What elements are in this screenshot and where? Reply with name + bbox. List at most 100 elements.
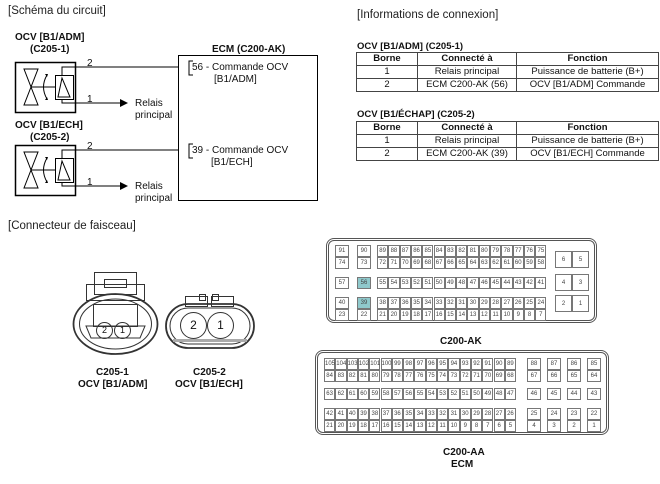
pin-4: 4 [527, 420, 541, 432]
pin-77: 77 [403, 370, 415, 382]
pin-42: 42 [324, 408, 336, 420]
pin-23: 23 [335, 309, 349, 321]
header-function: Fonction [516, 52, 659, 66]
pin-38: 38 [369, 408, 381, 420]
pin-20: 20 [335, 420, 347, 432]
pin-9: 9 [459, 420, 471, 432]
pin-38: 38 [377, 297, 389, 309]
pin-33: 33 [425, 408, 437, 420]
circuit-diagram [14, 55, 318, 201]
pin-39: 39 [357, 297, 371, 309]
cell: 1 [356, 134, 418, 148]
table-row: 1 Relais principal Puissance de batterie… [356, 134, 659, 148]
pin-36: 36 [391, 408, 404, 420]
pin-80: 80 [478, 245, 490, 257]
pin-90: 90 [357, 245, 371, 257]
pin-89: 89 [504, 358, 517, 370]
pin-65: 65 [567, 370, 581, 382]
pin-73: 73 [357, 257, 371, 269]
pin-4: 4 [555, 274, 572, 291]
table-row: 2 ECM C200-AK (39) OCV [B1/ECH] Commande [356, 147, 659, 161]
pin-79: 79 [380, 370, 392, 382]
pin-5: 5 [572, 251, 589, 268]
pin-2: 2 [555, 295, 572, 312]
cell: 2 [356, 147, 418, 161]
pin-96: 96 [425, 358, 437, 370]
pin-72: 72 [377, 257, 389, 269]
pin-50: 50 [433, 277, 445, 289]
cell: Relais principal [417, 134, 517, 148]
pin-1: 1 [587, 420, 601, 432]
pin-17: 17 [422, 309, 434, 321]
pin-41: 41 [535, 277, 547, 289]
pin-46: 46 [527, 388, 541, 400]
ocv2-connector: (C205-2) [30, 132, 70, 143]
pin-63: 63 [324, 388, 336, 400]
pin-15: 15 [391, 420, 404, 432]
pin-18: 18 [357, 420, 370, 432]
pin-7: 7 [535, 309, 547, 321]
pin-29: 29 [470, 408, 483, 420]
pin-74: 74 [437, 370, 449, 382]
cell: OCV [B1/ADM] Commande [516, 78, 659, 92]
ocv1-symbol [14, 61, 178, 114]
pin-82: 82 [346, 370, 358, 382]
pin-58: 58 [380, 388, 392, 400]
ecm-pin39-line2: [B1/ECH] [211, 157, 253, 168]
ecm-pin56-line1: 56 - Commande OCV [192, 62, 289, 73]
pin-77: 77 [512, 245, 524, 257]
pin-74: 74 [335, 257, 349, 269]
pin-37: 37 [380, 408, 392, 420]
pin-51: 51 [459, 388, 471, 400]
pin-43: 43 [587, 388, 601, 400]
pin-23: 23 [567, 408, 581, 420]
header-connected-to: Connecté à [417, 121, 517, 135]
pin-68: 68 [504, 370, 517, 382]
pin-71: 71 [470, 370, 483, 382]
c205-2-connector [165, 294, 255, 349]
cell: ECM C200-AK (39) [417, 147, 517, 161]
pin-10: 10 [501, 309, 513, 321]
pin-64: 64 [467, 257, 479, 269]
ocv2-pin2-label: 2 [87, 141, 93, 152]
pin-83: 83 [444, 245, 457, 257]
pin-16: 16 [433, 309, 445, 321]
pin-3: 3 [572, 274, 589, 291]
pin-47: 47 [504, 388, 517, 400]
ocv2-symbol [14, 144, 178, 197]
c205-1-connector [72, 272, 159, 355]
ocv1-pin2-label: 2 [87, 58, 93, 69]
pin-84: 84 [433, 245, 445, 257]
pin-26: 26 [512, 297, 524, 309]
ecm-box [178, 55, 318, 201]
pin-94: 94 [448, 358, 460, 370]
cell: ECM C200-AK (56) [417, 78, 517, 92]
c205-2-pin-1: 1 [207, 312, 234, 339]
c205-2-pin-2: 2 [180, 312, 207, 339]
pin-61: 61 [501, 257, 513, 269]
pin-35: 35 [403, 408, 415, 420]
pin-85: 85 [422, 245, 434, 257]
pin-7: 7 [482, 420, 494, 432]
pin-91: 91 [482, 358, 494, 370]
pin-60: 60 [357, 388, 370, 400]
pin-55: 55 [414, 388, 426, 400]
pin-13: 13 [467, 309, 479, 321]
header-borne: Borne [356, 52, 418, 66]
pin-26: 26 [504, 408, 517, 420]
pin-14: 14 [456, 309, 468, 321]
pin-73: 73 [448, 370, 460, 382]
pin-30: 30 [467, 297, 479, 309]
pin-104: 104 [335, 358, 347, 370]
ecm-title: ECM (C200-AK) [212, 44, 286, 55]
pin-30: 30 [459, 408, 471, 420]
pin-88: 88 [527, 358, 541, 370]
pin-28: 28 [482, 408, 494, 420]
pin-84: 84 [324, 370, 336, 382]
header-function: Fonction [516, 121, 659, 135]
pin-66: 66 [444, 257, 457, 269]
pin-99: 99 [391, 358, 404, 370]
cell: 2 [356, 78, 418, 92]
pin-11: 11 [437, 420, 449, 432]
pin-21: 21 [324, 420, 336, 432]
